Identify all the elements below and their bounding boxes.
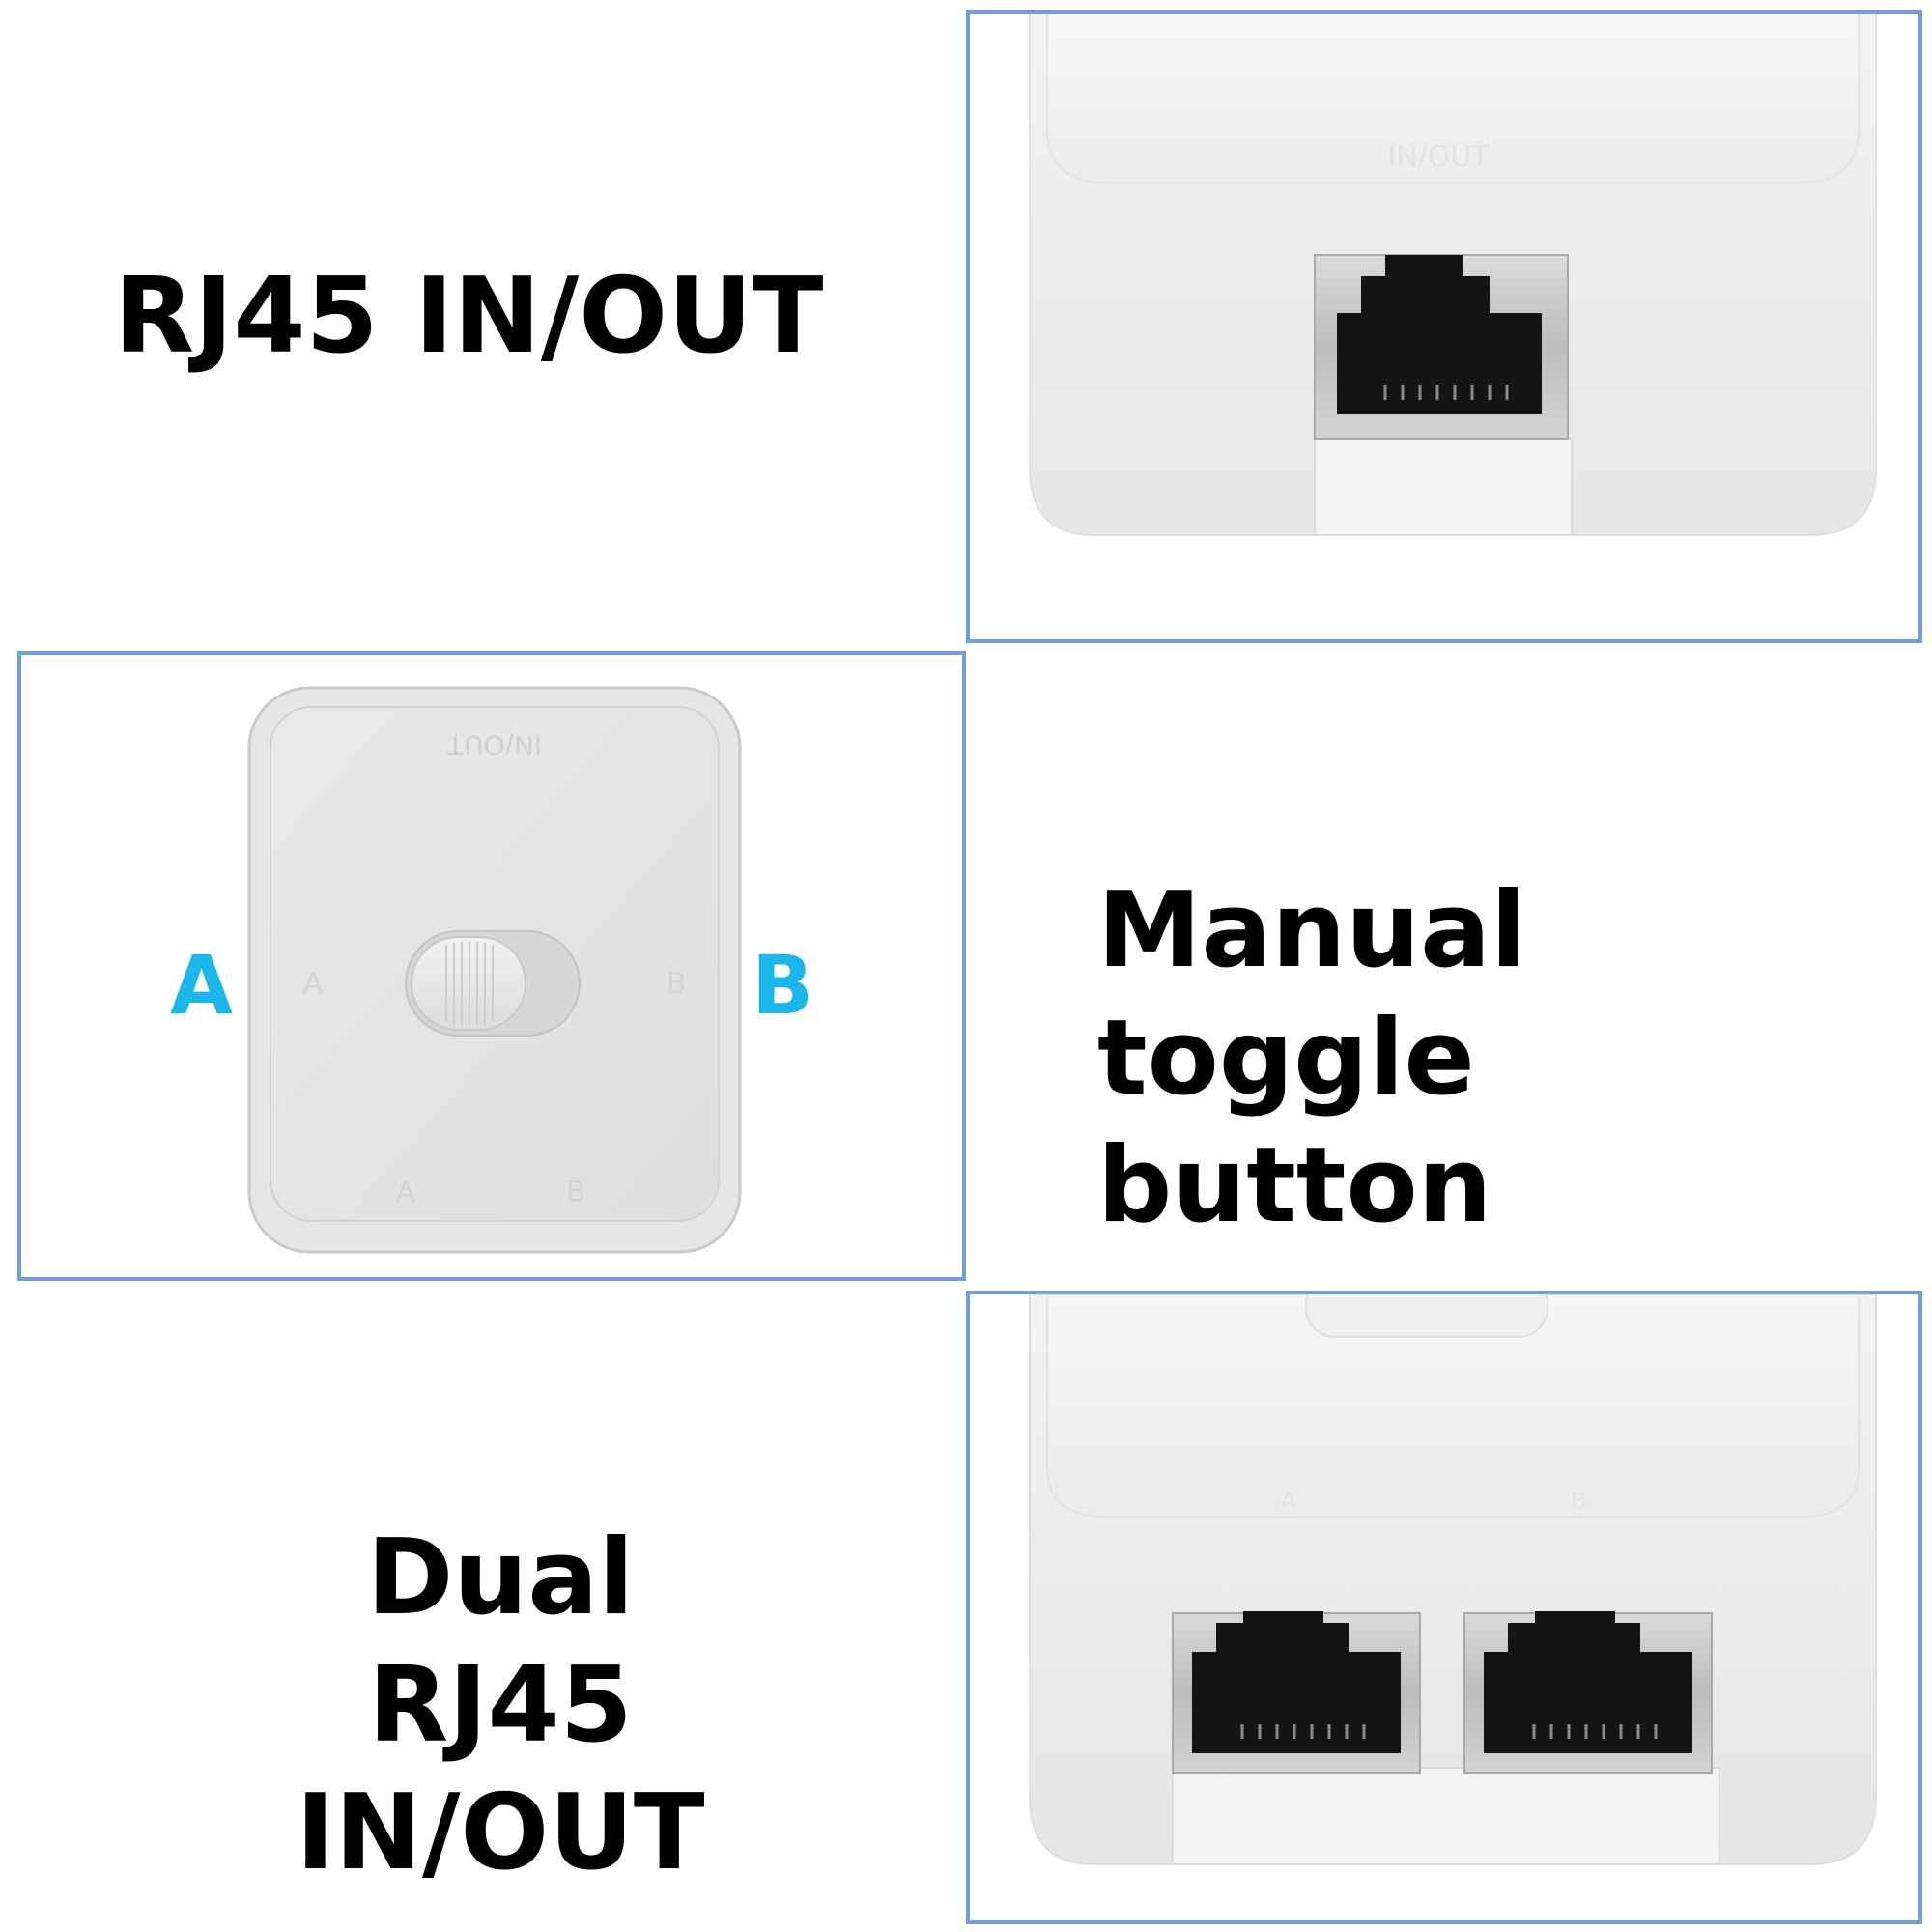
side-letter-a: A <box>170 938 234 1033</box>
embossed-in-out-label: IN/OUT <box>446 729 542 761</box>
side-letter-b: B <box>752 938 814 1033</box>
photo-frame-toggle: IN/OUT A B A B A B <box>17 651 966 1281</box>
caption-line: RJ45 IN/OUT <box>114 256 824 377</box>
caption-dual-rj45-in-out: Dual RJ45 IN/OUT <box>240 1515 761 1896</box>
caption-manual-toggle-button: Manual toggle button <box>1097 867 1932 1249</box>
rj45-port-a[interactable] <box>1172 1611 1421 1774</box>
embossed-a-label: A <box>1281 1488 1297 1515</box>
caption-line: IN/OUT <box>296 1772 705 1893</box>
caption-line: Manual toggle <box>1097 870 1527 1119</box>
photo-toggle-device: IN/OUT A B A B <box>247 686 742 1254</box>
caption-line: button <box>1097 1124 1492 1246</box>
embossed-a-bottom-label: A <box>396 1176 416 1209</box>
embossed-in-out-label: IN/OUT <box>1387 140 1490 174</box>
embossed-b-bottom-label: B <box>566 1176 586 1209</box>
photo-dual-port-device: A B <box>1029 1294 1877 1865</box>
toggle-switch-knob[interactable] <box>411 936 526 1031</box>
photo-single-port-device: IN/OUT <box>1029 14 1877 536</box>
photo-frame-dual-port: A B <box>966 1291 1922 1924</box>
embossed-b-label: B <box>1571 1488 1586 1515</box>
caption-rj45-in-out: RJ45 IN/OUT <box>114 253 823 381</box>
embossed-a-label: A <box>303 967 324 1001</box>
embossed-b-label: B <box>667 967 687 1001</box>
caption-line: Dual RJ45 <box>366 1518 635 1766</box>
rj45-port-b[interactable] <box>1463 1611 1713 1774</box>
photo-frame-single-port: IN/OUT <box>966 10 1922 643</box>
